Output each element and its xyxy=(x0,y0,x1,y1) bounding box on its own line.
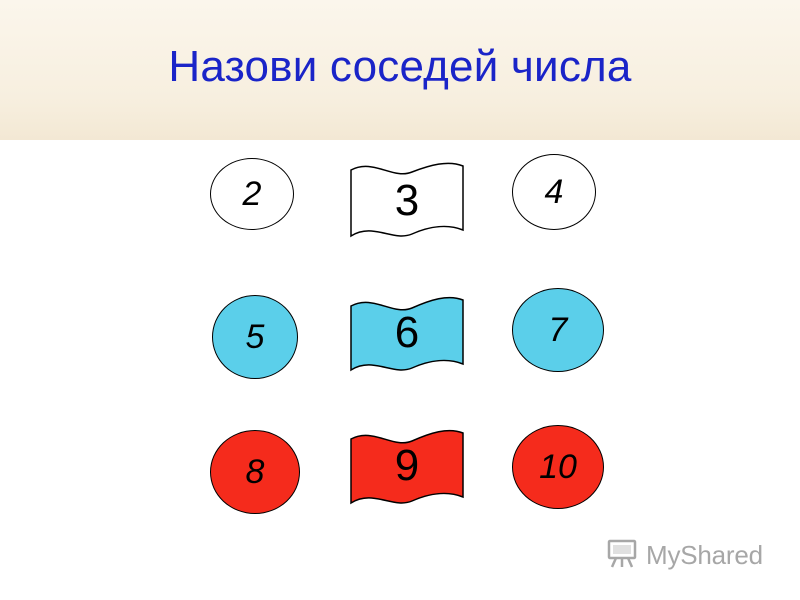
page-title: Назови соседей числа xyxy=(168,42,632,91)
watermark-text: MyShared xyxy=(646,539,763,570)
center-number-flag-2: 6 xyxy=(348,292,466,374)
left-neighbor-number: 5 xyxy=(245,317,265,356)
center-number: 3 xyxy=(394,176,420,225)
right-neighbor-number: 7 xyxy=(548,310,568,349)
right-neighbor-number: 10 xyxy=(539,447,577,486)
right-neighbor-number: 4 xyxy=(544,172,564,211)
right-neighbor-circle-3: 10 xyxy=(512,425,604,509)
left-neighbor-circle-2: 5 xyxy=(212,295,298,379)
center-number-flag-3: 9 xyxy=(348,425,466,507)
left-neighbor-number: 2 xyxy=(242,174,262,213)
left-neighbor-circle-1: 2 xyxy=(210,158,294,230)
left-neighbor-number: 8 xyxy=(245,452,265,491)
title-banner xyxy=(0,0,800,140)
right-neighbor-circle-2: 7 xyxy=(512,288,604,372)
presentation-board-icon xyxy=(606,536,640,575)
center-number: 6 xyxy=(394,308,420,357)
left-neighbor-circle-3: 8 xyxy=(210,430,300,514)
watermark: MyShared xyxy=(606,537,763,573)
right-neighbor-circle-1: 4 xyxy=(512,154,596,230)
center-number: 9 xyxy=(394,441,420,490)
center-number-flag-1: 3 xyxy=(348,160,466,242)
